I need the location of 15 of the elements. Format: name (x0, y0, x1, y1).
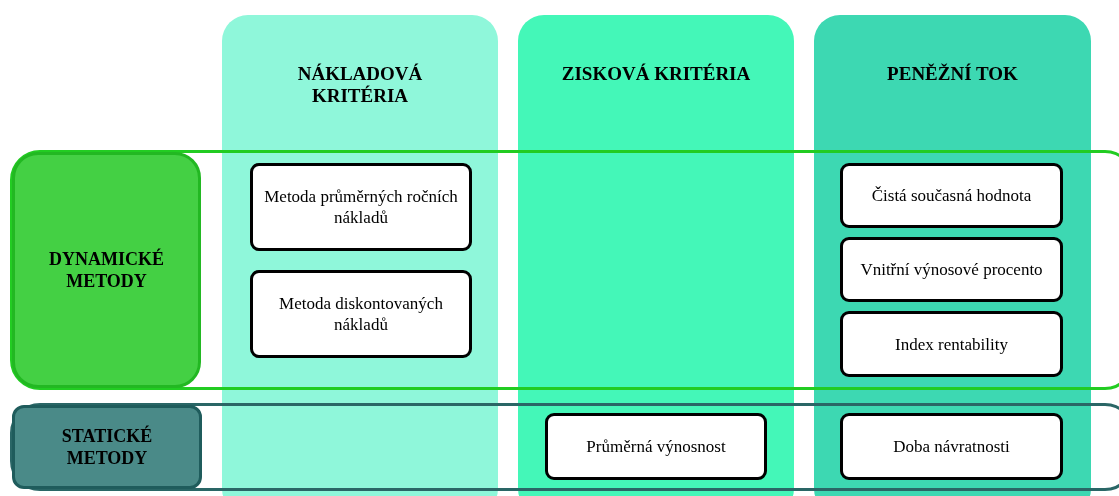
column-heading: PENĚŽNÍ TOK (886, 63, 1019, 85)
method-box: Index rentability (840, 311, 1063, 377)
method-box: Doba návratnosti (840, 413, 1063, 480)
method-box: Čistá současná hodnota (840, 163, 1063, 228)
row-header-box: STATICKÉ METODY (12, 405, 202, 489)
method-box: Vnitřní výnosové procento (840, 237, 1063, 302)
column-panel (518, 15, 794, 496)
column-panel (222, 15, 498, 496)
method-box: Metoda průměrných ročních nákladů (250, 163, 472, 251)
column-heading: ZISKOVÁ KRITÉRIA (560, 63, 752, 85)
method-box: Metoda diskontovaných nákladů (250, 270, 472, 358)
row-header-box: DYNAMICKÉ METODY (12, 152, 201, 388)
column-heading: NÁKLADOVÁ KRITÉRIA (296, 63, 424, 107)
column-panel (814, 15, 1091, 496)
method-box: Průměrná výnosnost (545, 413, 767, 480)
